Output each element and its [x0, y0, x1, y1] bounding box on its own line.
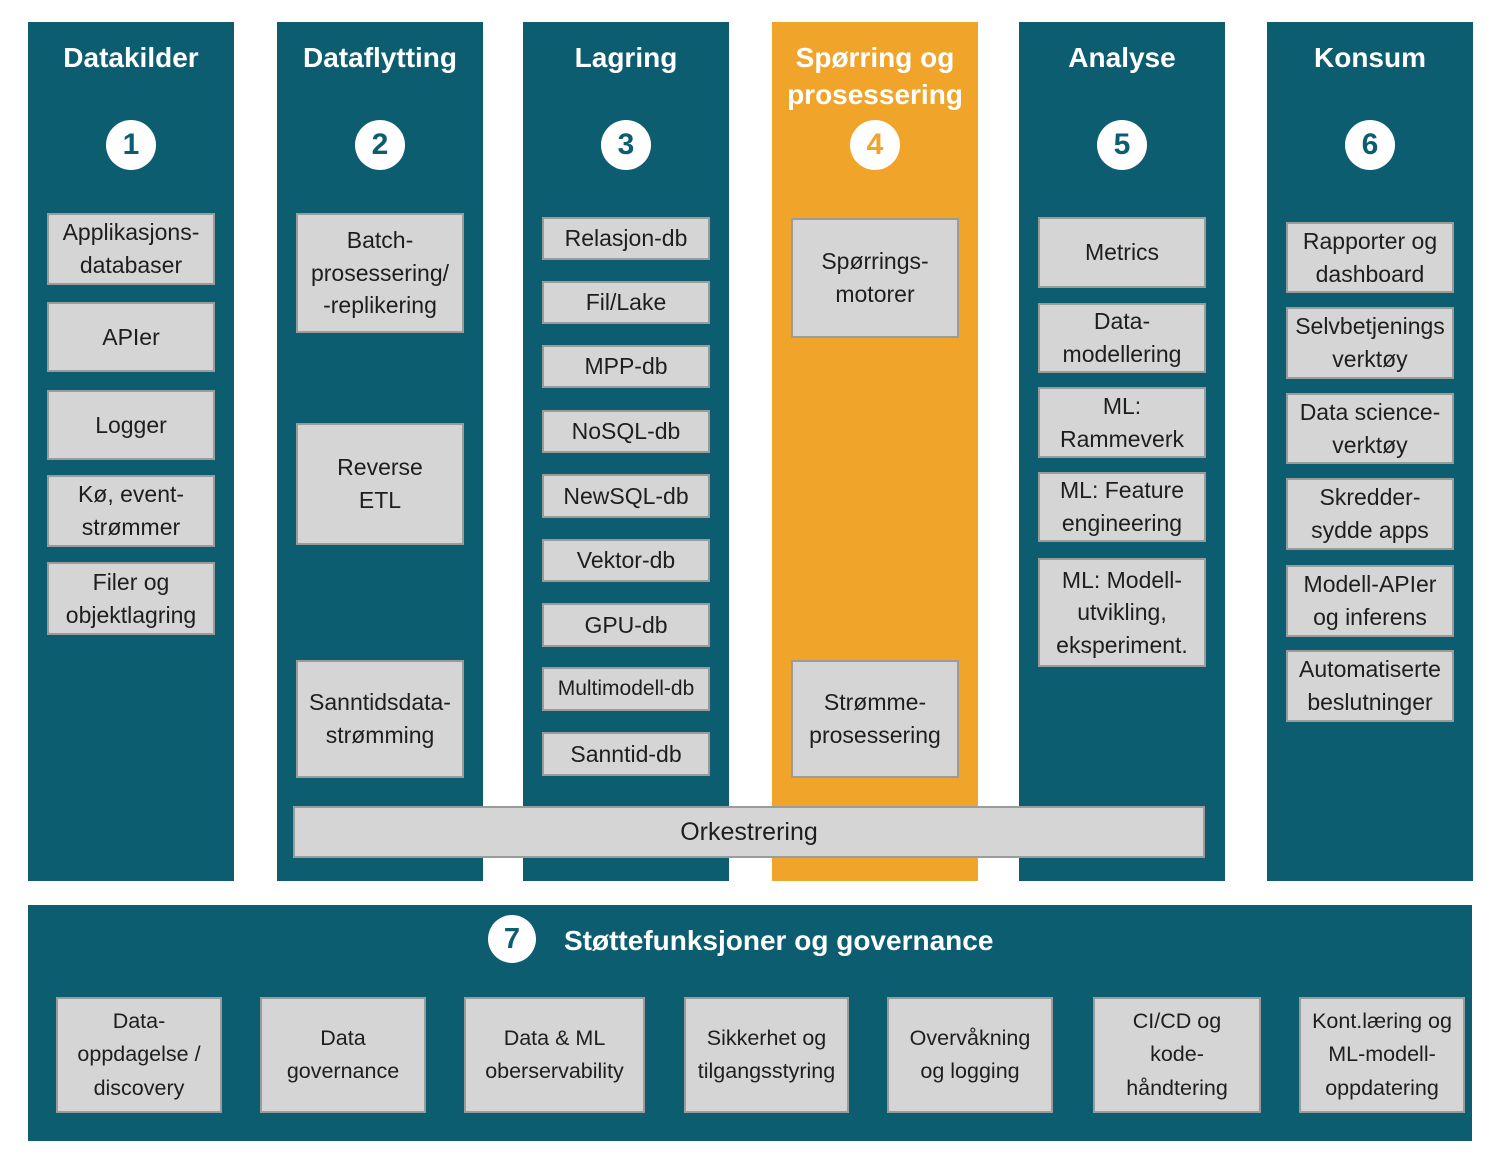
node-box: ML: Rammeverk [1038, 387, 1206, 458]
node-box: Logger [47, 390, 215, 460]
column-number-analyse: 5 [1113, 128, 1131, 161]
node-box: Batch- prosessering/ -replikering [296, 213, 464, 333]
column-number-datakilder: 1 [122, 128, 140, 161]
node-box: Sanntid-db [542, 732, 710, 776]
column-title-lagring: Lagring [574, 42, 678, 73]
node-box: Skredder- sydde apps [1286, 478, 1454, 550]
column-number-konsum: 6 [1361, 128, 1379, 161]
node-box: Multimodell-db [542, 667, 710, 711]
node-box: Rapporter og dashboard [1286, 222, 1454, 293]
column-title-datakilder: Datakilder [63, 42, 199, 73]
column-number-badge-datakilder: 1 [106, 120, 156, 170]
node-box: NoSQL-db [542, 410, 710, 453]
column-title-dataflytting: Dataflytting [303, 42, 457, 73]
column-title-analyse: Analyse [1068, 42, 1176, 73]
node-box: Fil/Lake [542, 281, 710, 324]
support-number-badge: 7 [488, 915, 536, 963]
support-node-box: CI/CD og kode- håndtering [1093, 997, 1261, 1113]
node-box: Selvbetjenings verktøy [1286, 307, 1454, 379]
node-box: APIer [47, 302, 215, 372]
node-box: Sanntidsdata- strømming [296, 660, 464, 778]
node-box: NewSQL-db [542, 474, 710, 518]
column-title-sporring-og-prosessering: Spørring og prosessering [787, 42, 963, 110]
column-number-dataflytting: 2 [371, 128, 389, 161]
support-node-box: Kont.læring og ML-modell- oppdatering [1299, 997, 1465, 1113]
support-node-box: Data- oppdagelse / discovery [56, 997, 222, 1113]
node-box: Strømme- prosessering [791, 660, 959, 778]
node-box: Data- modellering [1038, 303, 1206, 373]
node-box: MPP-db [542, 345, 710, 388]
node-box: ML: Feature engineering [1038, 472, 1206, 542]
column-title-konsum: Konsum [1314, 42, 1426, 73]
support-node-box: Overvåkning og logging [887, 997, 1053, 1113]
column-number-badge-lagring: 3 [601, 120, 651, 170]
node-box: Modell-APIer og inferens [1286, 565, 1454, 637]
node-box: Relasjon-db [542, 217, 710, 260]
orchestration-bar: Orkestrering [293, 806, 1205, 858]
column-number-badge-konsum: 6 [1345, 120, 1395, 170]
support-bar: 7 Støttefunksjoner og governance Data- o… [28, 905, 1472, 1141]
support-node-box: Sikkerhet og tilgangsstyring [684, 997, 849, 1113]
node-box: Metrics [1038, 217, 1206, 288]
node-box: Kø, event- strømmer [47, 475, 215, 547]
node-box: Applikasjons- databaser [47, 213, 215, 285]
support-node-box: Data & ML oberservability [464, 997, 645, 1113]
node-box: Spørrings- motorer [791, 218, 959, 338]
node-box: Vektor-db [542, 539, 710, 582]
column-number-badge-dataflytting: 2 [355, 120, 405, 170]
node-box: GPU-db [542, 603, 710, 647]
support-title: Støttefunksjoner og governance [564, 925, 994, 956]
column-number-lagring: 3 [617, 128, 635, 161]
node-box: Automatiserte beslutninger [1286, 650, 1454, 722]
column-number-sporring-og-prosessering: 4 [866, 128, 884, 161]
node-box: Reverse ETL [296, 423, 464, 545]
node-box: Data science- verktøy [1286, 393, 1454, 464]
support-node-box: Data governance [260, 997, 426, 1113]
node-box: Filer og objektlagring [47, 562, 215, 635]
column-number-badge-sporring-og-prosessering: 4 [850, 120, 900, 170]
column-number-badge-analyse: 5 [1097, 120, 1147, 170]
node-box: ML: Modell- utvikling, eksperiment. [1038, 558, 1206, 667]
support-number: 7 [503, 922, 521, 955]
